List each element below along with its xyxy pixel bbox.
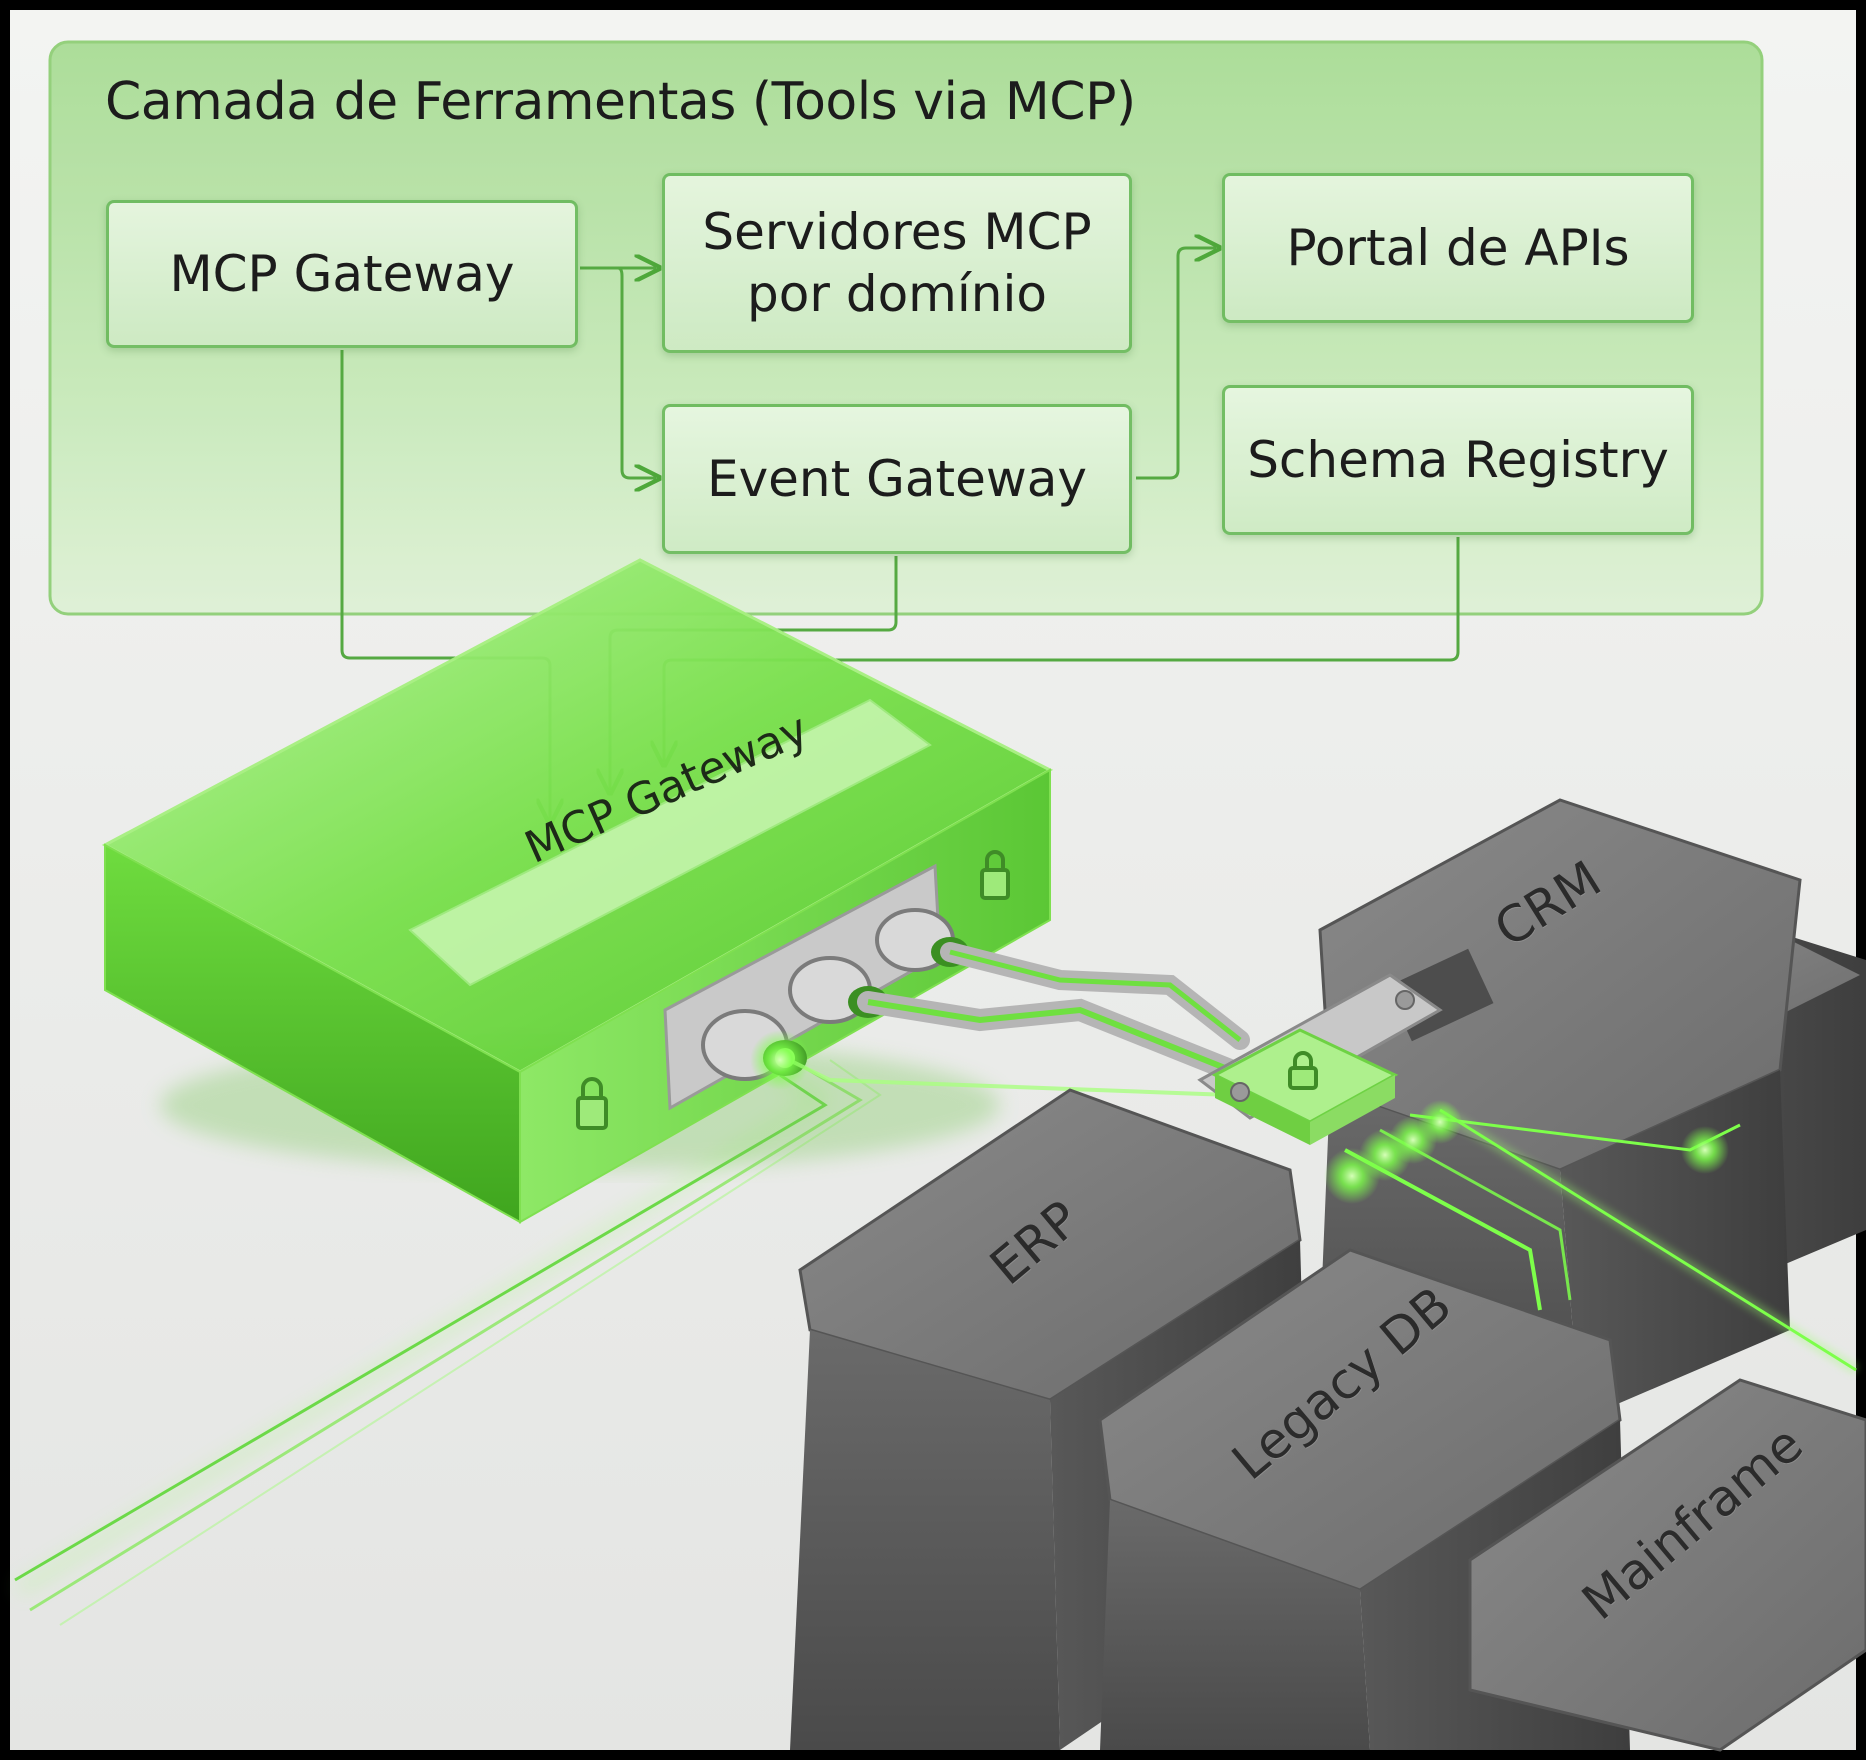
node-servidores-mcp: Servidores MCP por domínio <box>662 173 1132 353</box>
connection-hub <box>1197 973 1443 1145</box>
gateway-device <box>101 558 1054 1224</box>
stone-block-mainframe <box>1468 1378 1866 1752</box>
data-cables <box>784 942 1250 1097</box>
panel-title: Camada de Ferramentas (Tools via MCP) <box>105 72 1136 132</box>
lock-icon <box>576 1077 608 1130</box>
lock-icon <box>980 850 1010 900</box>
device-label-plate <box>408 698 932 987</box>
node-portal-apis: Portal de APIs <box>1222 173 1694 323</box>
lock-icon <box>1288 1051 1318 1090</box>
node-mcp-gateway: MCP Gateway <box>106 200 578 348</box>
edge-event-to-portal <box>1136 248 1216 480</box>
edge-gateway-to-event <box>580 266 656 478</box>
node-event-gateway: Event Gateway <box>662 404 1132 554</box>
node-schema-registry: Schema Registry <box>1222 385 1694 535</box>
hub-light-beams <box>750 1030 1859 1375</box>
